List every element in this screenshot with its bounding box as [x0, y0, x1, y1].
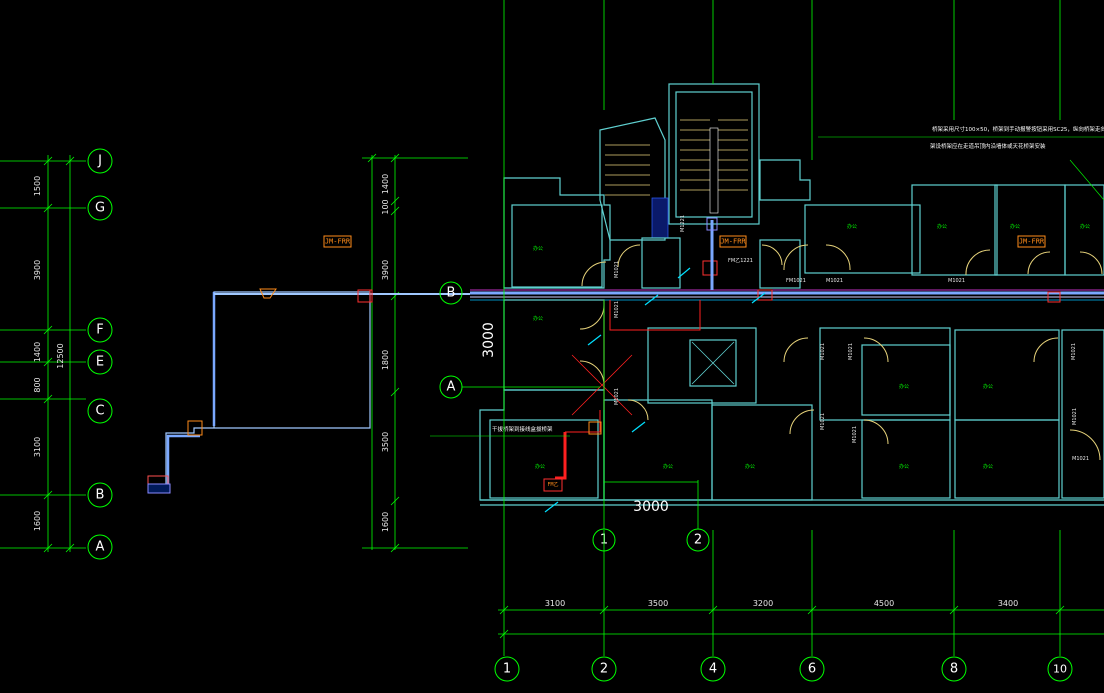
bottom-dim-3200: 3200 [753, 599, 773, 608]
axis-bubble-B [439, 281, 463, 305]
room-label: 办公 [535, 463, 545, 470]
dim-vertical-3000: 3000 [481, 322, 497, 358]
room-label: 办公 [847, 223, 857, 230]
bottom-dim-3100: 3100 [545, 599, 565, 608]
door-label: M1021 [614, 388, 620, 405]
dim-horizontal-3000: 3000 [633, 499, 669, 515]
mid-dim-3500: 3500 [381, 432, 390, 452]
grid-bubble-label: E [96, 355, 104, 370]
grid-bubble-label: 6 [808, 662, 816, 677]
plan-tag-jmfrr-1: JM-FRR [720, 238, 746, 246]
grid-bubble-label: J [97, 154, 102, 169]
room-label: 办公 [983, 383, 993, 390]
door-label: M1021 [1072, 408, 1078, 425]
room-label: 办公 [745, 463, 755, 470]
corridor-bus [470, 289, 1104, 301]
grid-bubble-C [87, 398, 113, 424]
grid-bubble-label: B [96, 488, 105, 503]
grid-bubble-label: 8 [950, 662, 958, 677]
mid-dim-3900: 3900 [381, 260, 390, 280]
door-label: M1021 [1071, 343, 1077, 360]
door-label: M1021 [826, 278, 843, 284]
grid-bubble-A [87, 534, 113, 560]
door-label: M1021 [614, 261, 620, 278]
door-label: M1021 [852, 426, 858, 443]
bottom-dim-3500: 3500 [648, 599, 668, 608]
mid-dimension-column: 1400 100 3900 1800 3500 1600 [362, 153, 468, 553]
left-dim-1400: 1400 [33, 342, 42, 362]
door-label: M1021 [948, 278, 965, 284]
grid-bubble-label: C [95, 404, 104, 419]
room-label: 办公 [899, 463, 909, 470]
grid-bubble-6 [799, 656, 825, 682]
room-label: 办公 [663, 463, 673, 470]
riser-schematic: JM-FRR [147, 235, 470, 494]
door-label: M1021 [614, 301, 620, 318]
grid-bubble-label: A [96, 540, 105, 555]
room-label: 办公 [1080, 223, 1090, 230]
room-label: 办公 [533, 315, 543, 322]
note-tray-install: 架设桥架应在走道吊顶内沿墙体或天花桥架安装 [930, 142, 1046, 150]
left-dim-1600: 1600 [33, 511, 42, 531]
riser-tag-jmfrr: JM-FRR [325, 238, 351, 246]
left-dim-3900: 3900 [33, 260, 42, 280]
left-dim-3100: 3100 [33, 437, 42, 457]
mid-dim-100: 100 [381, 199, 390, 214]
grid-bubble-J [87, 148, 113, 174]
door-label: FM乙1221 [728, 257, 753, 264]
grid-bubble-label: 4 [709, 662, 717, 677]
note-junction: 干拔桥架到接线盒拔桥架 [492, 425, 553, 433]
room-label: 办公 [937, 223, 947, 230]
grid-bubble-1 [494, 656, 520, 682]
grid-bubble-label: 2 [600, 662, 608, 677]
door-label: M1021 [820, 343, 826, 360]
left-dim-800: 800 [33, 377, 42, 392]
grid-bubble-4 [700, 656, 726, 682]
mid-dim-1800: 1800 [381, 350, 390, 370]
grid-bubble-G [87, 195, 113, 221]
axis-label: 2 [694, 533, 702, 548]
plan-tag-jmfrr-2: JM-FRR [1019, 238, 1045, 246]
mid-dim-1600: 1600 [381, 512, 390, 532]
fm-tag: FM乙 [547, 481, 558, 488]
door-label: M1021 [848, 343, 854, 360]
floor-plan [479, 83, 1104, 506]
door-label: FM1021 [786, 278, 806, 284]
room-label: 办公 [983, 463, 993, 470]
grid-bubble-2 [591, 656, 617, 682]
bottom-dim-4500: 4500 [874, 599, 894, 608]
grid-bubble-label: 1 [503, 662, 511, 677]
room-label: 办公 [533, 245, 543, 252]
left-dim-1500: 1500 [33, 176, 42, 196]
grid-bubble-label: 10 [1053, 663, 1067, 676]
grid-bubble-E [87, 349, 113, 375]
room-labels: 办公 办公 办公 办公 办公 办公 办公 办公 办公 办公 办公 办公 办公 M… [533, 215, 1090, 470]
room-label: 办公 [1010, 223, 1020, 230]
door-label: M1221 [680, 215, 686, 232]
grid-bubble-label: G [95, 201, 105, 216]
grid-bubble-label: F [96, 323, 103, 338]
room-label: 办公 [899, 383, 909, 390]
axis-label: B [447, 286, 456, 301]
door-label: M1021 [1072, 456, 1089, 462]
grid-bubble-8 [941, 656, 967, 682]
left-grid: J G F E C B A 1500 3900 1400 800 3100 16… [0, 148, 113, 560]
note-tray-spec: 桥架采用尺寸100×50，桥架到手动报警按钮采用SC25，纵向桥架走向沿线 [932, 125, 1104, 133]
left-dim-total: 12500 [56, 343, 65, 368]
bottom-grid: 3100 3500 3200 4500 3400 1 2 4 6 8 10 [494, 0, 1104, 682]
grid-bubble-B [87, 482, 113, 508]
bottom-dim-3400: 3400 [998, 599, 1018, 608]
grid-bubble-F [87, 317, 113, 343]
annotations: 桥架采用尺寸100×50，桥架到手动报警按钮采用SC25，纵向桥架走向沿线 架设… [430, 125, 1104, 437]
mid-dim-1400: 1400 [381, 174, 390, 194]
axis-label: A [447, 380, 456, 395]
door-label: M1021 [820, 413, 826, 430]
grid-bubble-10 [1047, 656, 1073, 682]
